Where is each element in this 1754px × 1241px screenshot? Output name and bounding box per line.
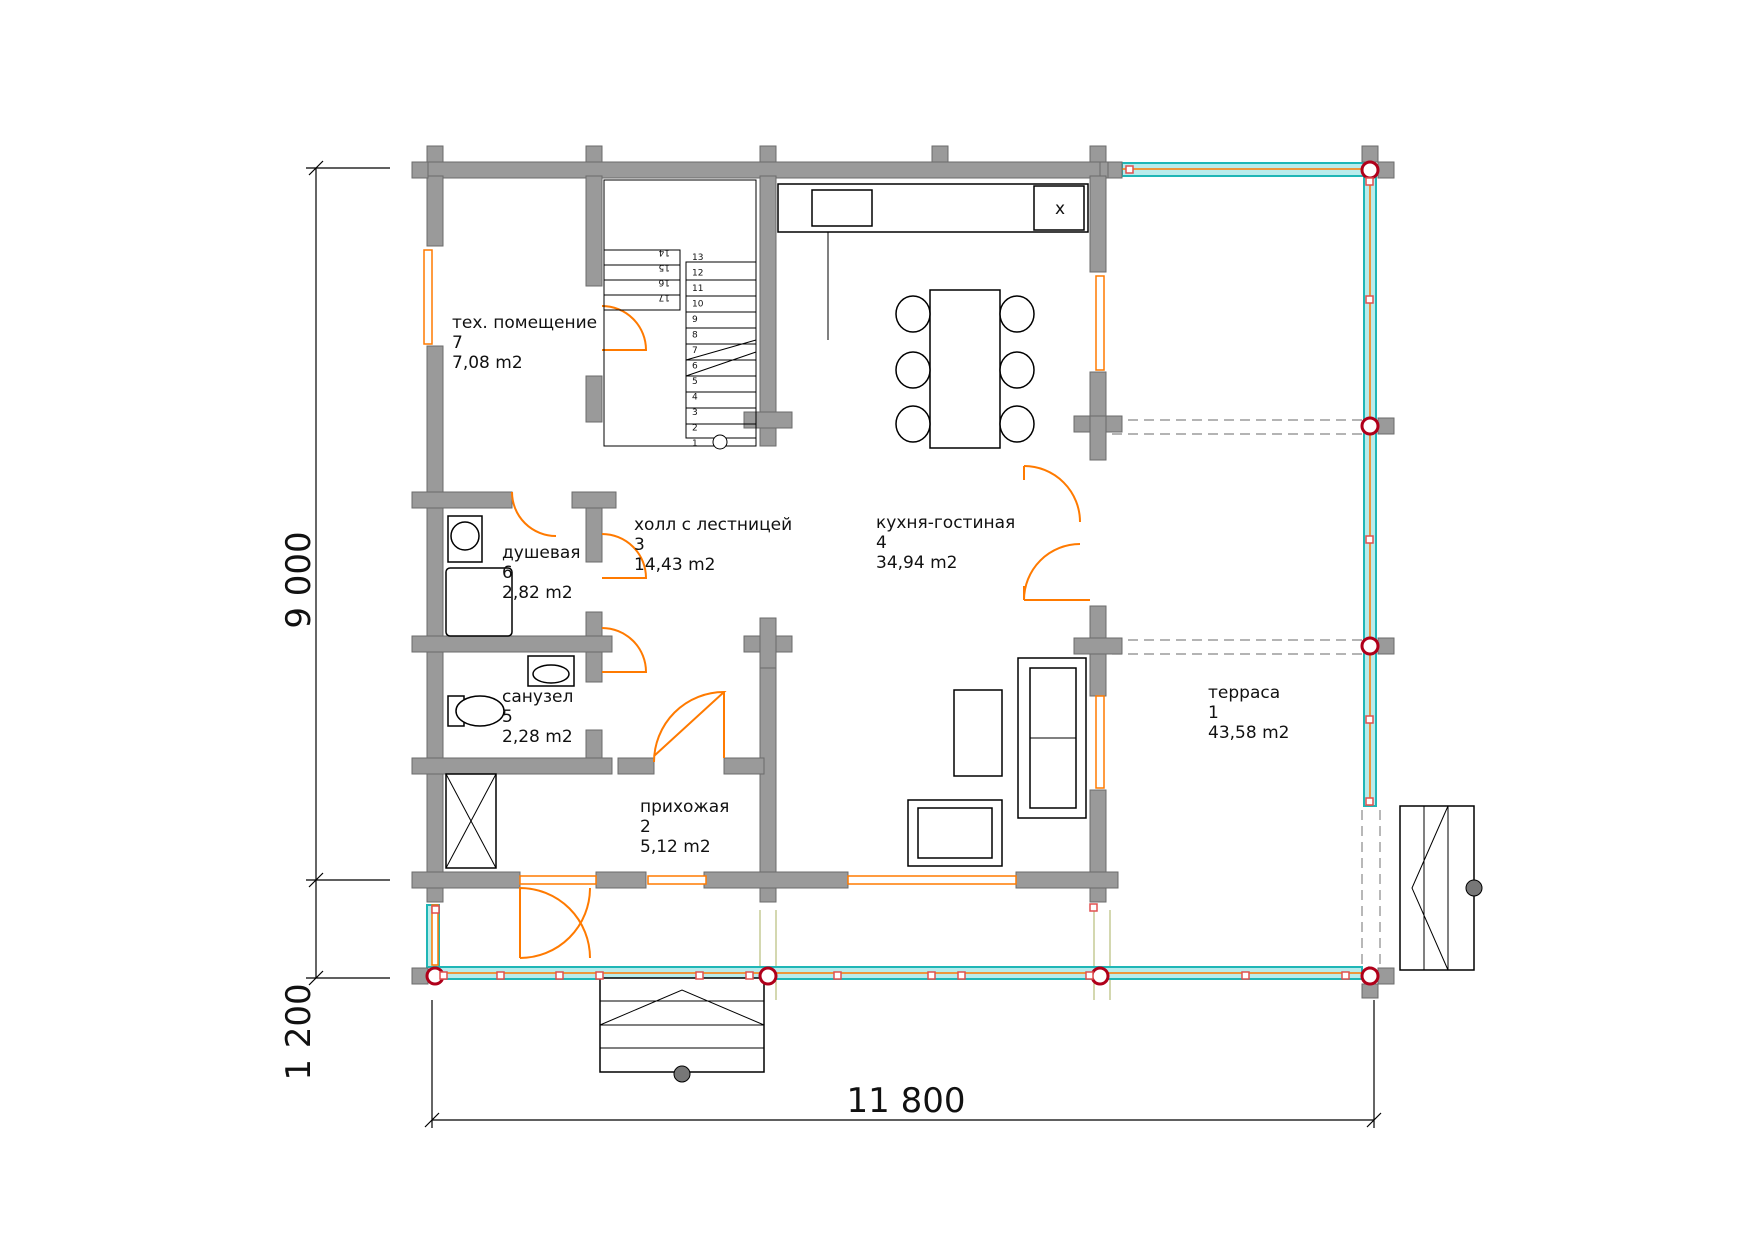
stair-step-number: 13 [692, 253, 703, 263]
room-name: тех. помещение [452, 313, 597, 333]
room-number: 2 [640, 817, 651, 837]
stair-step-number: 16 [658, 277, 670, 287]
room-name: холл с лестницей [634, 515, 792, 535]
room-area: 34,94 m2 [876, 553, 957, 573]
stair-step-number: 10 [692, 300, 704, 310]
room-area: 7,08 m2 [452, 353, 523, 373]
stair-step-number: 8 [692, 331, 698, 341]
terrace-posts [411, 145, 1395, 999]
dimension-lines [306, 160, 1382, 1128]
room-number: 5 [502, 707, 513, 727]
railing-brackets [431, 165, 1374, 980]
stair-step-number: 17 [659, 292, 670, 302]
room-label-terrace: терраса 1 43,58 m2 [1208, 683, 1289, 743]
staircase [603, 179, 757, 450]
room-number: 3 [634, 535, 645, 555]
room-label-stair-hall: холл с лестницей 3 14,43 m2 [634, 515, 792, 575]
stair-step-number: 3 [692, 408, 698, 418]
room-number: 7 [452, 333, 463, 353]
room-label-shower: душевая 6 2,82 m2 [502, 543, 581, 603]
kitchen-counter: x [777, 183, 1089, 340]
stair-step-number: 9 [692, 315, 698, 325]
room-name: прихожая [640, 797, 729, 817]
doors [511, 305, 1090, 959]
room-label-toilet: санузел 5 2,28 m2 [502, 687, 573, 747]
stair-step-number: 14 [658, 247, 670, 257]
stair-numbers-upper: 14 15 16 17 [658, 247, 670, 302]
room-number: 6 [502, 563, 513, 583]
stove-mark: x [1055, 199, 1065, 219]
room-number: 1 [1208, 703, 1219, 723]
stair-step-number: 15 [659, 262, 670, 272]
room-label-hallway: прихожая 2 5,12 m2 [640, 797, 729, 857]
bathroom-fixtures [445, 515, 575, 869]
dimension-height-main: 9 000 [279, 531, 319, 628]
stair-step-number: 5 [692, 377, 698, 387]
stair-step-number: 7 [692, 346, 698, 356]
stair-step-number: 12 [692, 269, 703, 279]
dimension-width-total: 11 800 [847, 1081, 966, 1121]
room-area: 43,58 m2 [1208, 723, 1289, 743]
stair-step-number: 6 [692, 362, 698, 372]
entrance-steps [599, 977, 765, 1083]
windows [423, 249, 1105, 966]
room-name: душевая [502, 543, 581, 563]
stair-step-number: 1 [692, 439, 698, 449]
living-furniture [907, 657, 1087, 867]
stair-step-number: 4 [692, 393, 698, 403]
room-area: 5,12 m2 [640, 837, 711, 857]
room-area: 2,82 m2 [502, 583, 573, 603]
room-label-utility: тех. помещение 7 7,08 m2 [452, 313, 597, 373]
stair-step-number: 2 [692, 424, 698, 434]
dining-table-set [895, 289, 1035, 449]
walls [411, 145, 1123, 903]
terrace-steps [1399, 805, 1483, 971]
room-name: санузел [502, 687, 573, 707]
room-number: 4 [876, 533, 887, 553]
stair-step-number: 11 [692, 284, 703, 294]
room-area: 14,43 m2 [634, 555, 715, 575]
dimension-height-porch: 1 200 [279, 983, 319, 1080]
room-name: терраса [1208, 683, 1280, 703]
room-name: кухня-гостиная [876, 513, 1015, 533]
room-area: 2,28 m2 [502, 727, 573, 747]
room-label-kitchen-living: кухня-гостиная 4 34,94 m2 [876, 513, 1015, 573]
